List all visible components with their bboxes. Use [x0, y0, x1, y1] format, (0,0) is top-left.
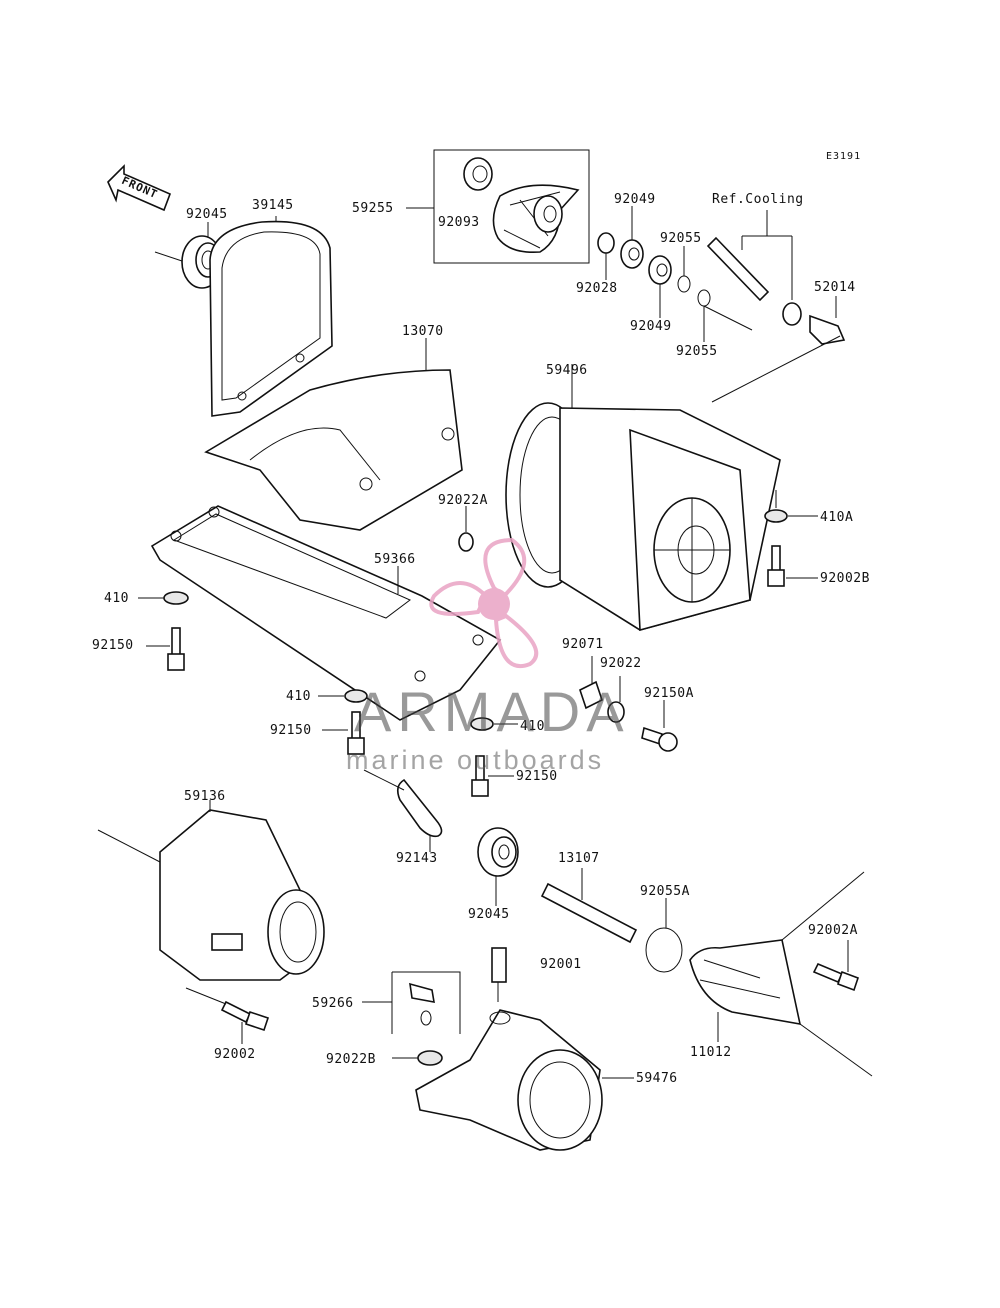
- washer-410-right[interactable]: [470, 717, 518, 731]
- label-410-mid[interactable]: 410: [286, 689, 311, 704]
- oring-92055-bottom[interactable]: [697, 289, 753, 342]
- label-92055-top[interactable]: 92055: [660, 231, 702, 246]
- bolt-92150-low[interactable]: [471, 755, 514, 797]
- armada-propeller-logo: [429, 537, 539, 668]
- label-92002B[interactable]: 92002B: [820, 571, 870, 586]
- pump-case-59496[interactable]: [505, 335, 841, 632]
- oring-92055A[interactable]: [645, 898, 683, 973]
- label-59136[interactable]: 59136: [184, 789, 226, 804]
- bolt-92150-left[interactable]: [146, 627, 185, 671]
- label-92150A[interactable]: 92150A: [644, 686, 694, 701]
- washer-410-left[interactable]: [138, 591, 189, 605]
- label-39145[interactable]: 39145: [252, 198, 294, 213]
- nozzle-59136[interactable]: [97, 800, 325, 981]
- label-59366[interactable]: 59366: [374, 552, 416, 567]
- bearing-92045-bottom[interactable]: [477, 827, 519, 906]
- label-59255[interactable]: 59255: [352, 201, 394, 216]
- cover-39145[interactable]: [209, 216, 333, 417]
- oring-92055-top[interactable]: [677, 246, 691, 293]
- label-92022[interactable]: 92022: [600, 656, 642, 671]
- front-arrow-icon: [107, 164, 172, 212]
- bushing-92028[interactable]: [597, 232, 615, 280]
- cooling-pipe: [706, 210, 793, 302]
- label-92045-top[interactable]: 92045: [186, 207, 228, 222]
- washer-92022A[interactable]: [458, 506, 474, 552]
- watermark-tagline: marine outboards: [346, 745, 605, 775]
- shaft-13107[interactable]: [540, 868, 638, 944]
- diagram-code: E3191: [826, 151, 862, 162]
- label-92150-low[interactable]: 92150: [516, 769, 558, 784]
- fitting-52014[interactable]: [782, 296, 846, 345]
- impeller-59255[interactable]: [406, 149, 590, 264]
- label-410-left[interactable]: 410: [104, 591, 129, 606]
- label-92150-left[interactable]: 92150: [92, 638, 134, 653]
- label-13070[interactable]: 13070: [402, 324, 444, 339]
- collar-92143[interactable]: [363, 769, 443, 852]
- bucket-59476[interactable]: [415, 1009, 634, 1151]
- label-92022B[interactable]: 92022B: [326, 1052, 376, 1067]
- cover-11012[interactable]: [689, 871, 873, 1077]
- label-92002A[interactable]: 92002A: [808, 923, 858, 938]
- label-92055A[interactable]: 92055A: [640, 884, 690, 899]
- label-92002[interactable]: 92002: [214, 1047, 256, 1062]
- label-92001[interactable]: 92001: [540, 957, 582, 972]
- label-410A[interactable]: 410A: [820, 510, 854, 525]
- washer-92022[interactable]: [607, 676, 625, 723]
- damper-92071[interactable]: [579, 656, 603, 710]
- label-92045-bottom[interactable]: 92045: [468, 907, 510, 922]
- label-92071[interactable]: 92071: [562, 637, 604, 652]
- bolt-92150-mid[interactable]: [322, 711, 365, 755]
- label-92022A[interactable]: 92022A: [438, 493, 488, 508]
- washer-92022B[interactable]: [392, 1050, 443, 1066]
- label-92049-top[interactable]: 92049: [614, 192, 656, 207]
- label-92049-bottom[interactable]: 92049: [630, 319, 672, 334]
- kit-59266[interactable]: [362, 971, 461, 1034]
- bolt-92002[interactable]: [185, 987, 270, 1044]
- label-59266[interactable]: 59266: [312, 996, 354, 1011]
- ref-cooling-label: Ref.Cooling: [712, 192, 804, 207]
- watermark-brand: ARMADA: [354, 680, 630, 743]
- bolt-92002A[interactable]: [812, 940, 860, 992]
- washer-92049-top[interactable]: [620, 206, 644, 269]
- label-92143[interactable]: 92143: [396, 851, 438, 866]
- bracket-13070[interactable]: [204, 338, 463, 531]
- label-92150-mid[interactable]: 92150: [270, 723, 312, 738]
- plate-59366[interactable]: [150, 505, 502, 721]
- label-59496[interactable]: 59496: [546, 363, 588, 378]
- washer-410A[interactable]: [764, 490, 818, 523]
- label-92028[interactable]: 92028: [576, 281, 618, 296]
- label-13107[interactable]: 13107: [558, 851, 600, 866]
- label-59476[interactable]: 59476: [636, 1071, 678, 1086]
- label-410-right[interactable]: 410: [520, 719, 545, 734]
- washer-410-mid[interactable]: [318, 689, 368, 703]
- bolt-92150A[interactable]: [641, 700, 678, 752]
- washer-92049-bottom[interactable]: [648, 255, 672, 318]
- bolt-92002B[interactable]: [767, 545, 818, 587]
- label-52014[interactable]: 52014: [814, 280, 856, 295]
- stud-92001[interactable]: [491, 947, 507, 1002]
- label-11012[interactable]: 11012: [690, 1045, 732, 1060]
- label-92093[interactable]: 92093: [438, 215, 480, 230]
- label-92055-bottom[interactable]: 92055: [676, 344, 718, 359]
